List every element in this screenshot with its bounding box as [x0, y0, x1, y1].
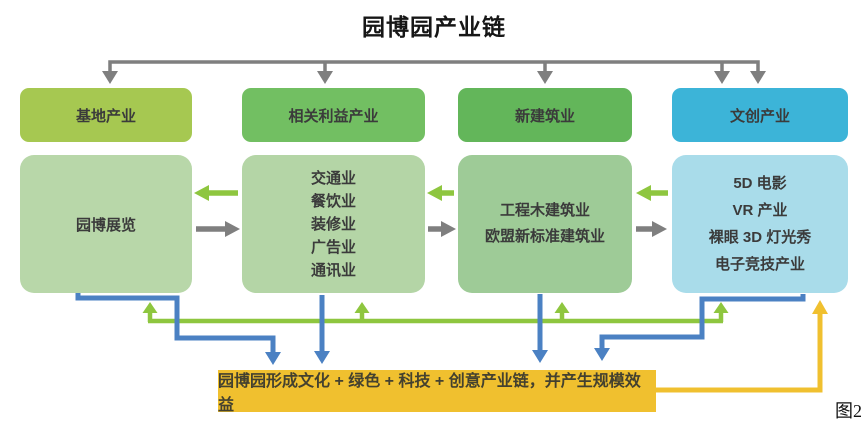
figure-caption: 图2	[835, 401, 862, 421]
content-item: 交通业	[310, 169, 356, 187]
header-label: 新建筑业	[514, 107, 575, 125]
content-box-base-industry: 园博展览	[20, 155, 192, 293]
yellow-feedback-arrow	[656, 300, 828, 393]
content-box-related-interest-industry: 交通业 餐饮业 装修业 广告业 通讯业	[242, 155, 425, 293]
content-item: 欧盟新标准建筑业	[484, 228, 605, 245]
content-box-new-construction-industry: 工程木建筑业 欧盟新标准建筑业	[458, 155, 632, 293]
header-label: 相关利益产业	[288, 107, 379, 125]
gray-right-arrows	[196, 221, 667, 237]
header-box-related-interest-industry: 相关利益产业	[242, 88, 425, 142]
result-box: 园博园形成文化 + 绿色 + 科技 + 创意产业链，并产生规模效益	[218, 370, 656, 414]
green-feedback-line	[142, 302, 729, 324]
green-left-arrows	[194, 185, 668, 201]
content-item: 餐饮业	[310, 192, 356, 210]
content-item: 装修业	[310, 215, 356, 233]
content-item: 广告业	[310, 238, 356, 256]
diagram-title: 园博园产业链	[362, 14, 506, 40]
top-tree-connector	[108, 60, 760, 72]
result-text: 园博园形成文化 + 绿色 + 科技 + 创意产业链，并产生规模效益	[218, 373, 641, 414]
content-item: 园博展览	[75, 216, 136, 234]
header-label: 文创产业	[729, 107, 790, 125]
content-box-cultural-creative-industry: 5D 电影 VR 产业 裸眼 3D 灯光秀 电子竞技产业	[672, 155, 848, 293]
header-box-new-construction-industry: 新建筑业	[458, 88, 632, 142]
blue-flow-col1	[75, 293, 276, 353]
blue-flow-arrows	[75, 293, 806, 365]
header-label: 基地产业	[75, 107, 136, 125]
content-item: 裸眼 3D 灯光秀	[708, 229, 812, 246]
header-box-cultural-creative-industry: 文创产业	[672, 88, 848, 142]
content-item: 电子竞技产业	[714, 256, 805, 273]
top-tree-arrowheads	[102, 71, 766, 84]
top-tree-line	[108, 60, 760, 72]
content-item: 工程木建筑业	[499, 202, 590, 219]
content-item: 5D 电影	[733, 175, 787, 192]
blue-flow-col4	[599, 294, 806, 349]
header-box-base-industry: 基地产业	[20, 88, 192, 142]
content-item: 通讯业	[310, 261, 356, 279]
content-item: VR 产业	[732, 202, 788, 219]
